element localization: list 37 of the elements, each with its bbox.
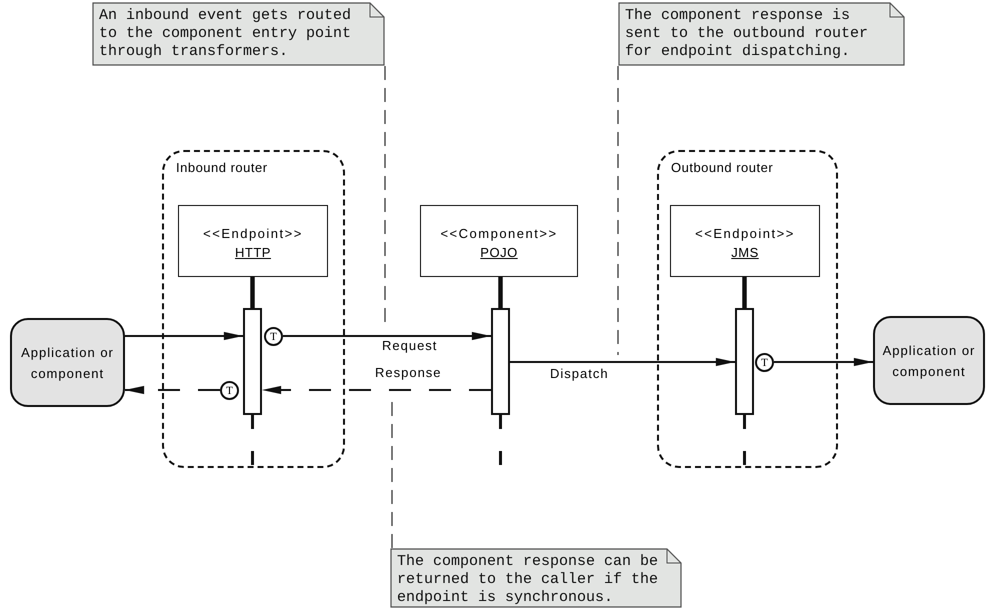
arrow — [283, 332, 492, 340]
application-box: Application or component — [873, 316, 985, 405]
transformer-circle: T — [220, 381, 239, 400]
router-group — [162, 150, 345, 468]
component-name: JMS — [731, 245, 759, 260]
arrow — [774, 358, 874, 366]
endpoint-box — [670, 205, 820, 277]
activation-bar — [243, 308, 262, 415]
activation-bar — [491, 308, 510, 415]
arrow — [125, 332, 244, 340]
activation-bar — [735, 308, 754, 415]
transformer-circle: T — [264, 327, 283, 346]
component-name: HTTP — [235, 245, 271, 260]
endpoint-box — [178, 205, 328, 277]
transformer-circle: T — [755, 353, 774, 372]
stereotype-label: <<Endpoint>> — [202, 226, 304, 241]
stereotype-label: <<Component>> — [439, 226, 559, 241]
lifeline — [250, 277, 255, 308]
lifeline — [498, 277, 503, 308]
note-text: The component response can be returned to the caller if the endpoint is synchronous. — [397, 553, 659, 607]
arrow — [510, 358, 736, 366]
application-box: Application or component — [10, 318, 125, 407]
edge-label: Request — [380, 338, 440, 353]
lifeline — [742, 277, 747, 308]
note-box — [618, 2, 905, 66]
arrow — [262, 386, 491, 394]
group-label: Outbound router — [671, 160, 774, 175]
note-box — [390, 548, 682, 608]
note-box — [92, 2, 385, 66]
note-text: The component response is sent to the outbound router for endpoint dispatching. — [625, 7, 870, 61]
note-text: An inbound event gets routed to the component entry point through transformers. — [99, 7, 352, 61]
endpoint-box — [420, 205, 578, 277]
stereotype-label: <<Endpoint>> — [694, 226, 796, 241]
router-group — [657, 150, 838, 468]
arrow — [124, 386, 220, 394]
component-name: POJO — [480, 245, 518, 260]
group-label: Inbound router — [176, 160, 268, 175]
